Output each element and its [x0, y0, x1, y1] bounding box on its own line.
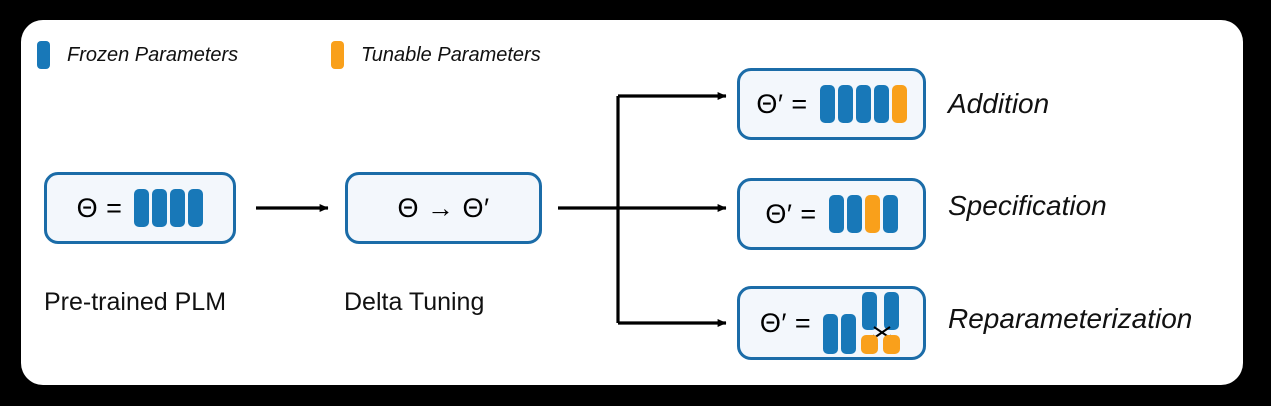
frozen-bar: [837, 85, 853, 123]
reparameterization-box: Θ′ =: [737, 286, 926, 360]
reparameterization-equation: Θ′ =: [759, 307, 812, 338]
frozen-bar: [823, 314, 839, 354]
tunable-bar-low: [883, 335, 901, 354]
frozen-bar: [828, 195, 844, 233]
orange-bar-swatch-icon: [331, 41, 344, 69]
blue-bar-swatch-icon: [37, 41, 50, 69]
frozen-bar-raised: [884, 292, 900, 330]
tunable-bar: [891, 85, 907, 123]
addition-equation: Θ′ =: [756, 88, 808, 119]
reparameterization-parameter-cluster: [823, 292, 903, 354]
caption-pretrained-plm: Pre-trained PLM: [44, 288, 227, 316]
addition-parameter-bars: [819, 85, 907, 123]
frozen-bar: [170, 189, 186, 227]
addition-box: Θ′ =: [737, 68, 926, 140]
pretrained-plm-box: Θ =: [44, 172, 236, 244]
branch-label-specification: Specification: [948, 190, 1107, 221]
plm-equation: Θ =: [76, 192, 123, 223]
frozen-bar: [855, 85, 871, 123]
specification-box: Θ′ =: [737, 178, 926, 250]
frozen-bar: [841, 314, 857, 354]
tunable-bar-low: [861, 335, 879, 354]
legend-label-tunable: Tunable Parameters: [361, 43, 541, 66]
frozen-bar: [846, 195, 862, 233]
frozen-bar: [873, 85, 889, 123]
frozen-bar: [152, 189, 168, 227]
branch-label-reparameterization: Reparameterization: [948, 303, 1193, 334]
legend-label-frozen: Frozen Parameters: [67, 43, 239, 66]
tunable-bar: [864, 195, 880, 233]
reparameterization-decomposition: [861, 292, 903, 354]
frozen-bar: [819, 85, 835, 123]
specification-parameter-bars: [828, 195, 898, 233]
legend-item-frozen: Frozen Parameters: [37, 41, 238, 69]
caption-delta-tuning: Delta Tuning: [344, 288, 485, 316]
frozen-bar-raised: [862, 292, 878, 330]
frozen-bar: [882, 195, 898, 233]
frozen-bar: [188, 189, 204, 227]
branch-label-addition: Addition: [948, 88, 1050, 119]
delta-tuning-box: Θ → Θ′: [345, 172, 542, 244]
delta-equation: Θ → Θ′: [397, 192, 490, 223]
plm-parameter-bars: [134, 189, 204, 227]
specification-equation: Θ′ =: [765, 198, 817, 229]
legend-item-tunable: Tunable Parameters: [331, 41, 541, 69]
frozen-bar: [134, 189, 150, 227]
